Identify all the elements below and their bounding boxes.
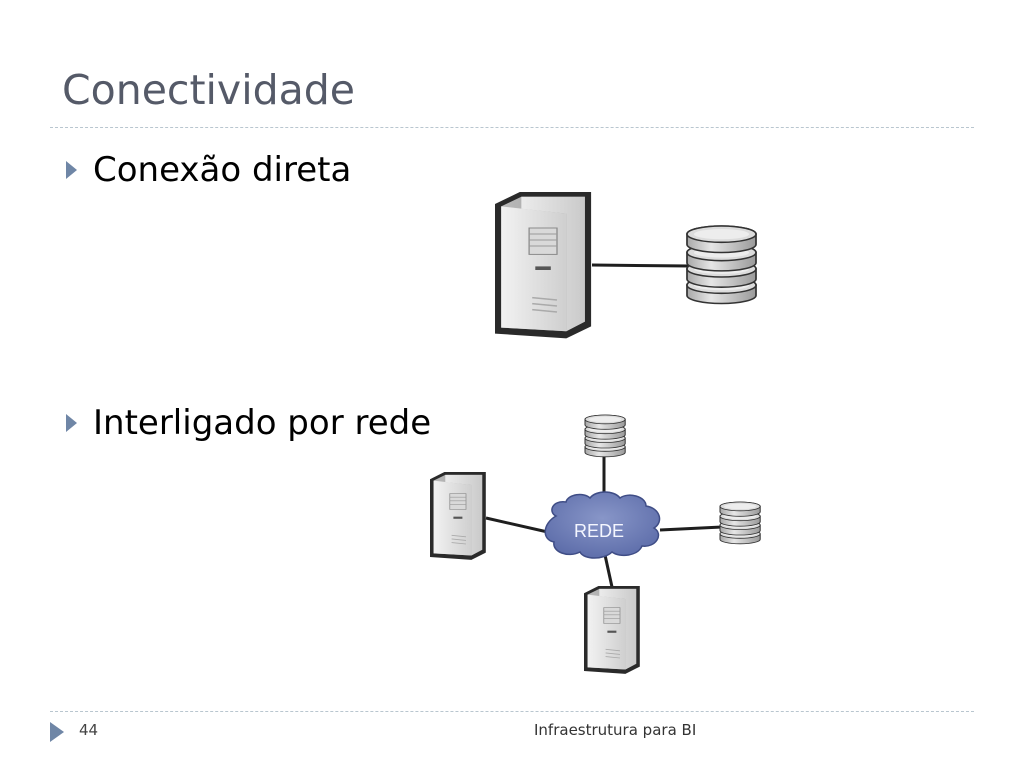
network-label: REDE: [574, 521, 624, 541]
slide-title: Conectividade: [62, 66, 355, 114]
triangle-right-icon: [66, 414, 77, 432]
page-number: 44: [79, 721, 99, 739]
bullet-direct-connection: Conexão direta: [66, 150, 351, 190]
triangle-right-icon: [50, 722, 64, 742]
bullet-network-connection: Interligado por rede: [66, 403, 431, 443]
database-icon: [585, 415, 625, 457]
bullet-text: Interligado por rede: [93, 403, 432, 443]
server-tower-icon: [494, 191, 593, 340]
footer-text: Infraestrutura para BI: [534, 721, 697, 739]
network-link-line: [603, 554, 614, 588]
database-icon: [687, 226, 756, 304]
direct-link-line: [591, 263, 691, 268]
bullet-text: Conexão direta: [93, 150, 352, 190]
title-divider: [50, 127, 974, 128]
network-link-line: [485, 516, 553, 535]
server-tower-icon: [429, 471, 487, 561]
cloud-icon: [544, 491, 661, 559]
triangle-right-icon: [66, 161, 77, 179]
network-link-line: [659, 525, 723, 532]
server-tower-icon: [583, 585, 641, 675]
database-icon: [720, 502, 760, 544]
footer-divider: [50, 711, 974, 712]
